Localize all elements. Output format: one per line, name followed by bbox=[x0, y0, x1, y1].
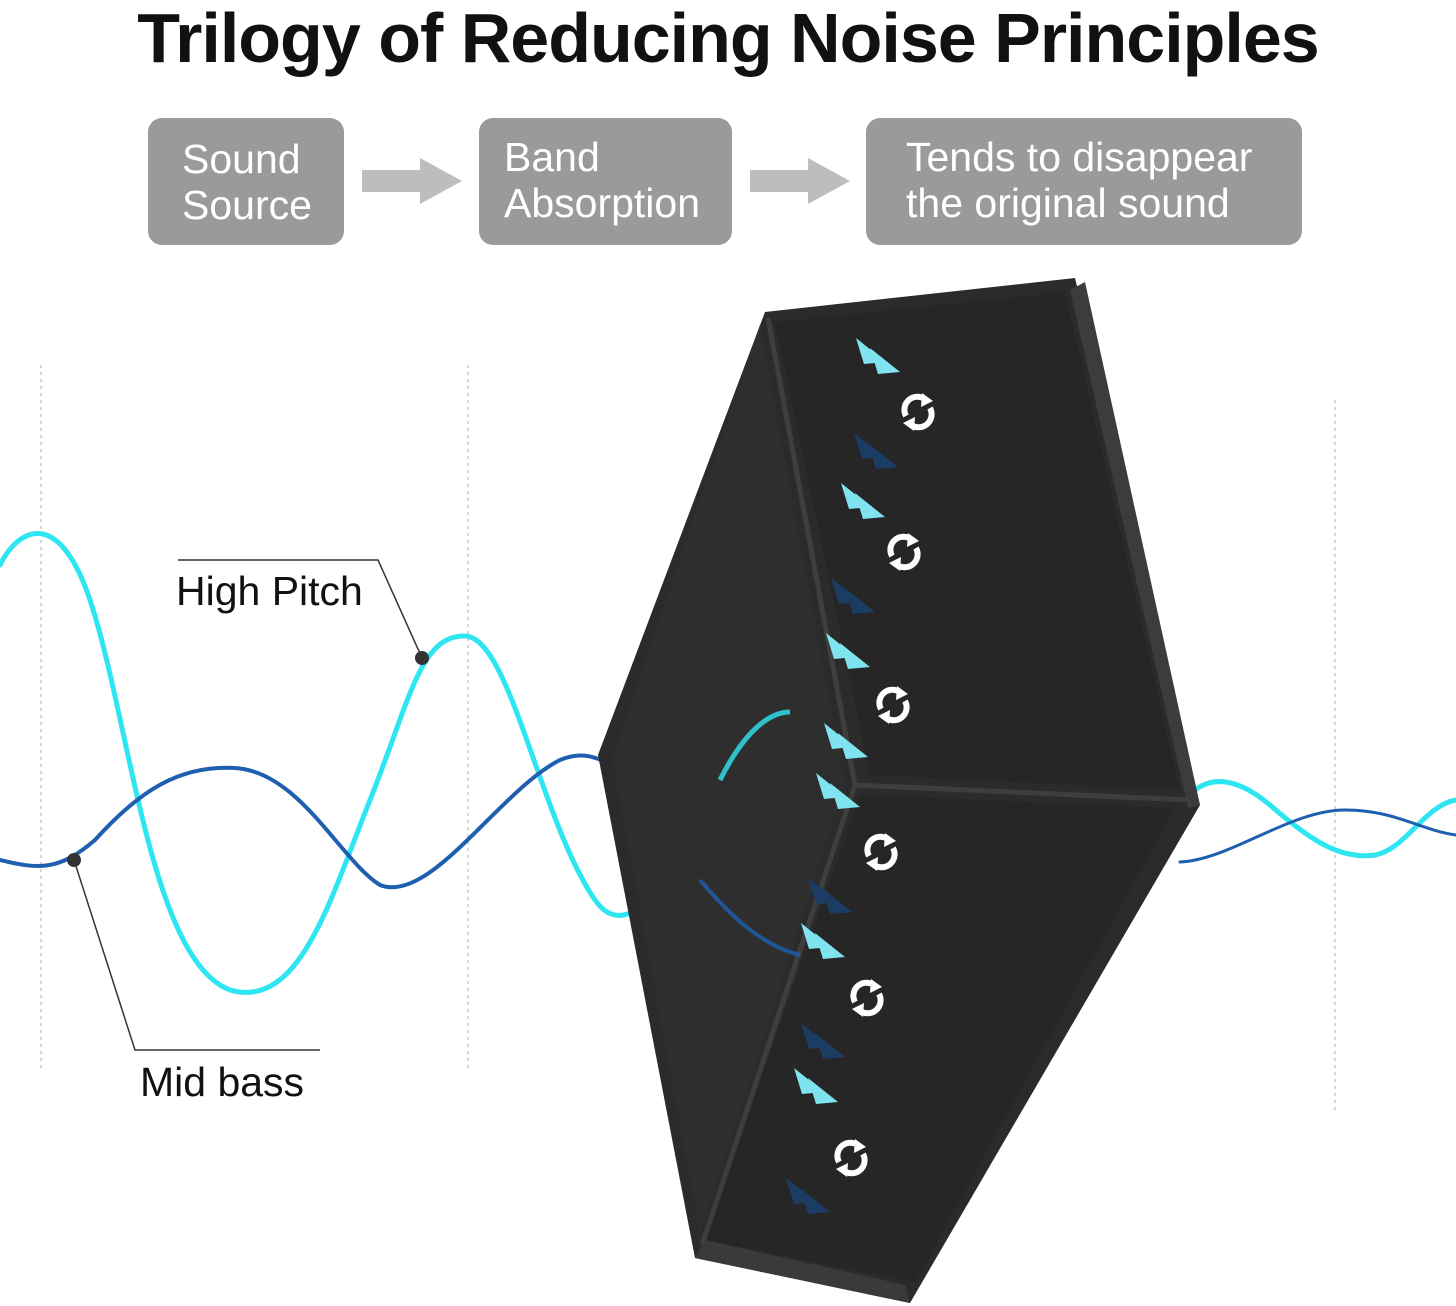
panel-seam bbox=[699, 784, 858, 1246]
step-band-absorption: Band Absorption bbox=[479, 118, 732, 245]
absorption-arrow-icon bbox=[808, 878, 852, 914]
swirl-icon bbox=[864, 833, 898, 871]
absorption-arrow-icon bbox=[856, 338, 900, 374]
swirl-icon bbox=[876, 686, 910, 724]
panel-seam bbox=[854, 782, 1191, 803]
high-pitch-label: High Pitch bbox=[176, 568, 363, 614]
page-title: Trilogy of Reducing Noise Principles bbox=[137, 0, 1319, 77]
swirl-icon bbox=[834, 1139, 868, 1177]
absorption-arrow-icon bbox=[801, 1023, 845, 1059]
swirl-icon bbox=[850, 979, 884, 1017]
absorption-arrow-icon bbox=[816, 773, 860, 809]
guide-lines bbox=[40, 365, 1336, 1110]
acoustic-panel bbox=[598, 278, 1200, 1303]
mid-bass-label: Mid bass bbox=[140, 1059, 305, 1105]
panel-seam bbox=[765, 317, 858, 786]
absorption-arrow-icon bbox=[841, 483, 885, 519]
absorption-arrow-icon bbox=[854, 433, 898, 469]
high-pitch-wave-entry bbox=[717, 709, 791, 782]
step-sound-source: Sound Source bbox=[148, 118, 344, 245]
panel-face-left bbox=[612, 325, 845, 1235]
absorption-arrow-icon bbox=[824, 723, 868, 759]
panel-face-lower bbox=[705, 795, 1175, 1282]
mid-bass-wave-reduced bbox=[1178, 808, 1456, 864]
swirl-icon bbox=[887, 533, 921, 571]
high-pitch-wave-reduced bbox=[1192, 779, 1456, 859]
absorption-arrow-icon bbox=[831, 578, 875, 614]
swirl-icon bbox=[901, 393, 935, 431]
absorption-arrow-icon bbox=[786, 1178, 830, 1214]
absorption-arrow-icon bbox=[794, 1068, 838, 1104]
panel-bevel-right bbox=[1070, 282, 1200, 808]
panel-bevel-bottom bbox=[695, 1240, 910, 1303]
step-disappear-sound: Tends to disappear the original sound bbox=[866, 118, 1302, 245]
absorption-arrow-icon bbox=[826, 633, 870, 669]
absorption-arrow-icon bbox=[801, 923, 845, 959]
mid-bass-wave-entry bbox=[698, 878, 801, 957]
absorption-marks bbox=[786, 338, 935, 1214]
arrow-right-icon bbox=[750, 158, 850, 204]
panel-face-upper bbox=[775, 292, 1180, 790]
arrow-right-icon bbox=[362, 158, 462, 204]
